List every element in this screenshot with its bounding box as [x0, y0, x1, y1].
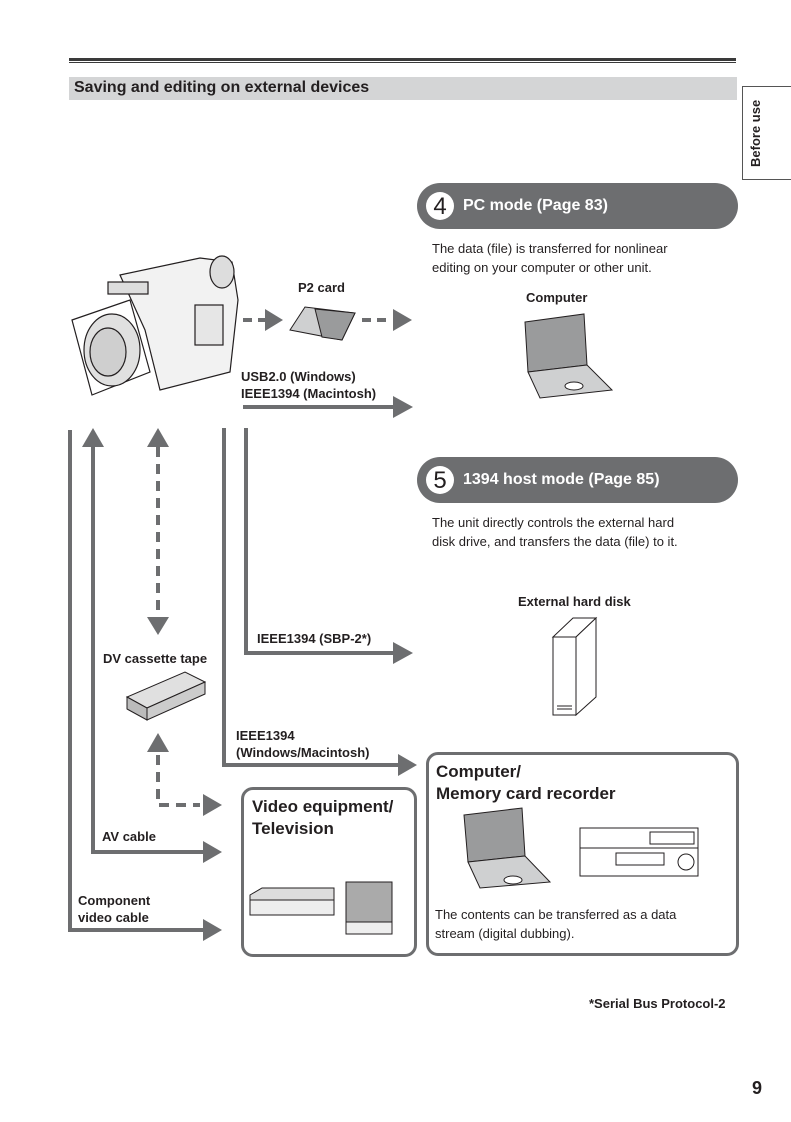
video-equipment-box: Video equipment/ Television [241, 787, 417, 957]
computer-label: Computer [526, 290, 588, 305]
pc-mode-description: The data (file) is transferred for nonli… [432, 241, 668, 275]
dv-to-video-dashed [156, 755, 200, 807]
pc-mode-header: 4 PC mode (Page 83) [417, 183, 738, 229]
recorder-box: Computer/ Memory card recorder The conte… [426, 752, 739, 956]
recorder-title: Computer/ Memory card recorder [436, 762, 616, 803]
header-rule [69, 58, 736, 61]
arrowhead [393, 642, 413, 664]
arrowhead [147, 428, 169, 447]
p2-card-icon [289, 306, 356, 341]
arrowhead [147, 733, 169, 752]
external-hard-disk-label: External hard disk [518, 594, 631, 609]
av-cable-label: AV cable [102, 829, 156, 844]
step-number-4: 4 [426, 192, 454, 220]
arrowhead [203, 919, 222, 941]
ieee1394-label: IEEE1394 (Windows/Macintosh) [236, 728, 370, 760]
vcr-icon [249, 887, 335, 916]
host-mode-header: 5 1394 host mode (Page 85) [417, 457, 738, 503]
hard-disk-icon [551, 616, 598, 717]
camcorder-icon [71, 255, 239, 396]
arrowhead [203, 794, 222, 816]
dv-cassette-label: DV cassette tape [103, 651, 208, 666]
arrowhead [82, 428, 104, 447]
footnote: *Serial Bus Protocol-2 [589, 996, 726, 1011]
sbp2-label: IEEE1394 (SBP-2*) [257, 631, 372, 646]
arrowhead [398, 754, 417, 776]
laptop-icon [524, 313, 614, 399]
memory-card-recorder-icon [579, 827, 699, 877]
av-cable-line [91, 445, 205, 854]
usb-label: USB2.0 (Windows) IEEE1394 (Macintosh) [241, 369, 377, 401]
arrowhead [265, 309, 283, 331]
ieee1394-arrow-line [222, 428, 400, 767]
component-cable-label: Component video cable [78, 893, 151, 925]
pc-mode-title: PC mode (Page 83) [463, 197, 608, 214]
side-tab: Before use [742, 86, 791, 180]
video-equipment-title: Video equipment/ Television [252, 797, 394, 838]
arrowhead [393, 309, 412, 331]
dv-cassette-icon [125, 671, 207, 721]
host-mode-description: The unit directly controls the external … [432, 515, 678, 549]
sbp2-arrow-line [244, 428, 395, 655]
page-number: 9 [752, 1078, 763, 1098]
step-number-5: 5 [426, 466, 454, 494]
arrowhead [147, 617, 169, 635]
recorder-description: The contents can be transferred as a dat… [435, 907, 677, 941]
header-rule-thin [69, 62, 736, 63]
television-icon [345, 881, 393, 935]
section-title: Saving and editing on external devices [74, 79, 370, 96]
arrowhead [393, 396, 413, 418]
laptop-icon-2 [463, 807, 552, 889]
component-cable-line [68, 430, 205, 932]
section-title-bar [69, 77, 737, 100]
p2-card-label: P2 card [298, 280, 345, 295]
host-mode-title: 1394 host mode (Page 85) [463, 471, 660, 488]
arrowhead [203, 841, 222, 863]
